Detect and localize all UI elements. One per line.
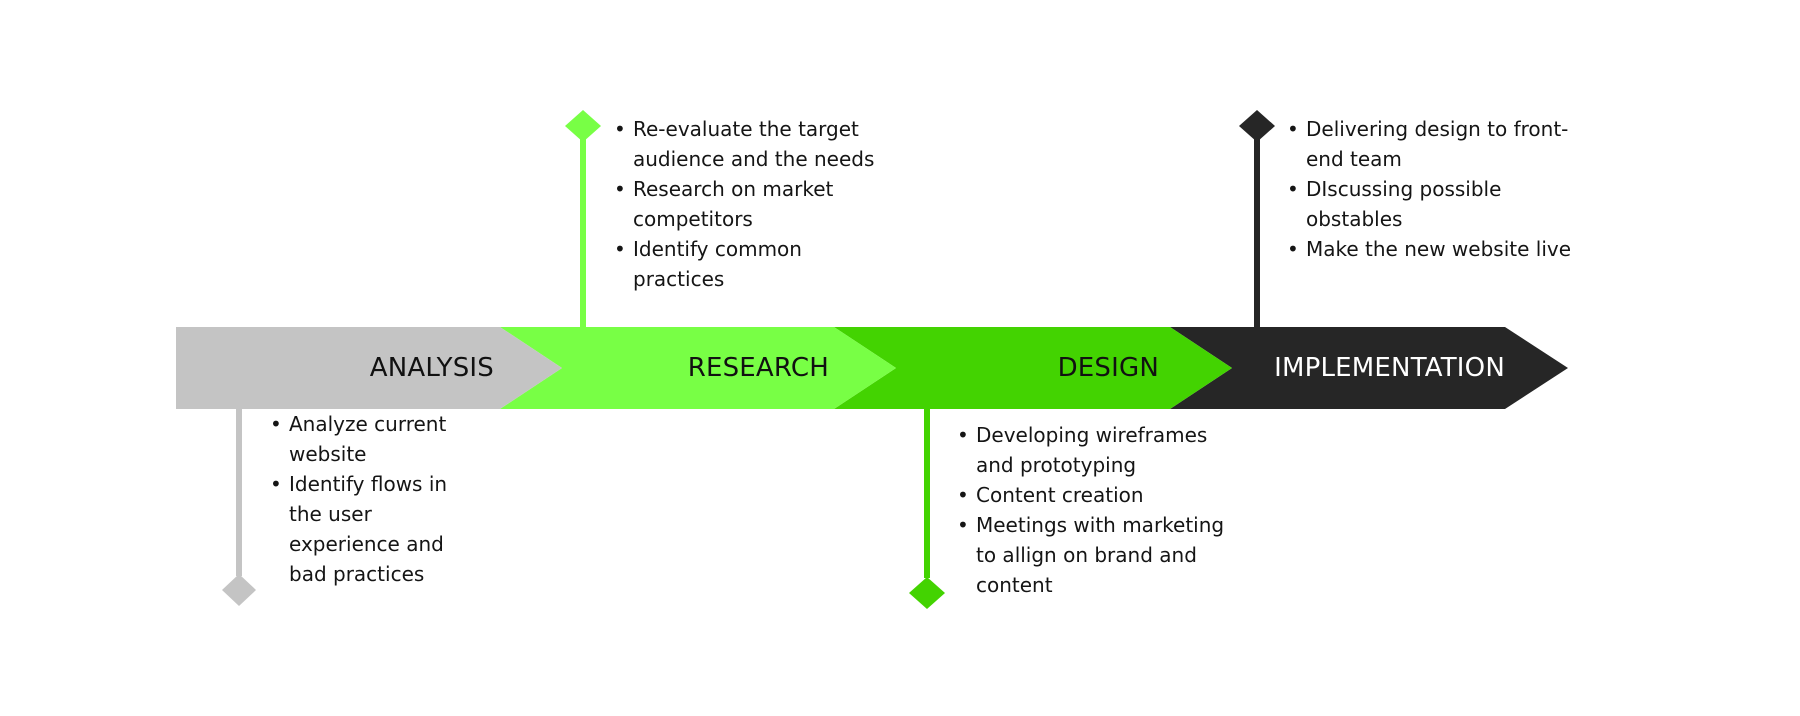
implementation-diamond-icon [1239,110,1275,142]
implementation-connector-line [1254,128,1260,330]
analysis-bullet-item: Analyze current website [270,409,470,469]
research-diamond-icon [565,110,601,142]
research-bullet-list: Re-evaluate the target audience and the … [614,114,884,294]
stage-label-analysis: ANALYSIS [369,353,494,383]
design-diamond-icon [909,577,945,609]
stage-research-arrow [500,327,896,409]
analysis-connector-line [236,392,242,576]
stage-label-implementation: IMPLEMENTATION [1274,353,1505,383]
implementation-bullet-list: Delivering design to front-end team DIsc… [1287,114,1577,264]
stage-label-research: RESEARCH [687,353,829,383]
stage-design-arrow [834,327,1232,409]
research-connector-line [580,128,586,330]
design-bullet-item: Content creation [957,480,1237,510]
analysis-diamond-icon [222,574,256,606]
implementation-bullet-item: Delivering design to front-end team [1287,114,1577,174]
analysis-bullet-list: Analyze current website Identify flows i… [270,409,470,589]
design-connector-line [924,392,930,578]
research-bullet-item: Identify common practices [614,234,884,294]
analysis-bullet-item: Identify flows in the user experience an… [270,469,470,589]
design-bullet-item: Meetings with marketing to allign on bra… [957,510,1237,600]
stage-label-design: DESIGN [1057,353,1159,383]
design-bullet-item: Developing wireframes and prototyping [957,420,1237,480]
stage-analysis-arrow [176,327,562,409]
stage-implementation-arrow [1170,327,1568,409]
implementation-bullet-item: DIscussing possible obstables [1287,174,1577,234]
design-bullet-list: Developing wireframes and prototyping Co… [957,420,1237,600]
research-bullet-item: Research on market competitors [614,174,884,234]
implementation-bullet-item: Make the new website live [1287,234,1577,264]
research-bullet-item: Re-evaluate the target audience and the … [614,114,884,174]
